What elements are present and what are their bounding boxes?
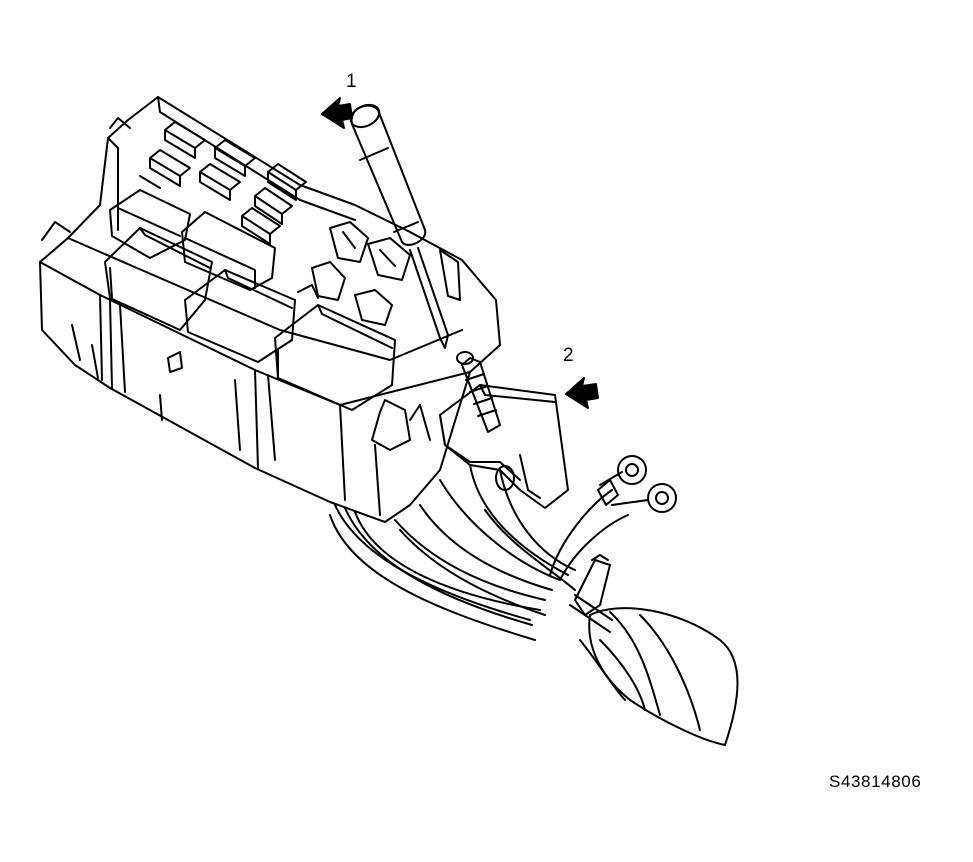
cable-tie	[575, 560, 610, 615]
screwdriver	[347, 101, 448, 348]
relay-connector	[440, 352, 568, 508]
callout-label-2: 2	[563, 345, 574, 366]
fuse-block	[40, 97, 500, 522]
ring-terminal-1	[618, 456, 646, 484]
relay-b	[182, 212, 275, 290]
relay-a	[110, 190, 190, 258]
wire-harness	[330, 456, 738, 745]
terminal-stud	[462, 358, 500, 432]
callout-label-1: 1	[346, 71, 357, 92]
callout-arrow-icon	[566, 378, 598, 408]
callout-arrow-icon	[322, 98, 352, 128]
figure-id: S43814806	[829, 772, 922, 791]
ring-terminal-2	[648, 484, 676, 512]
conduit	[589, 608, 737, 745]
